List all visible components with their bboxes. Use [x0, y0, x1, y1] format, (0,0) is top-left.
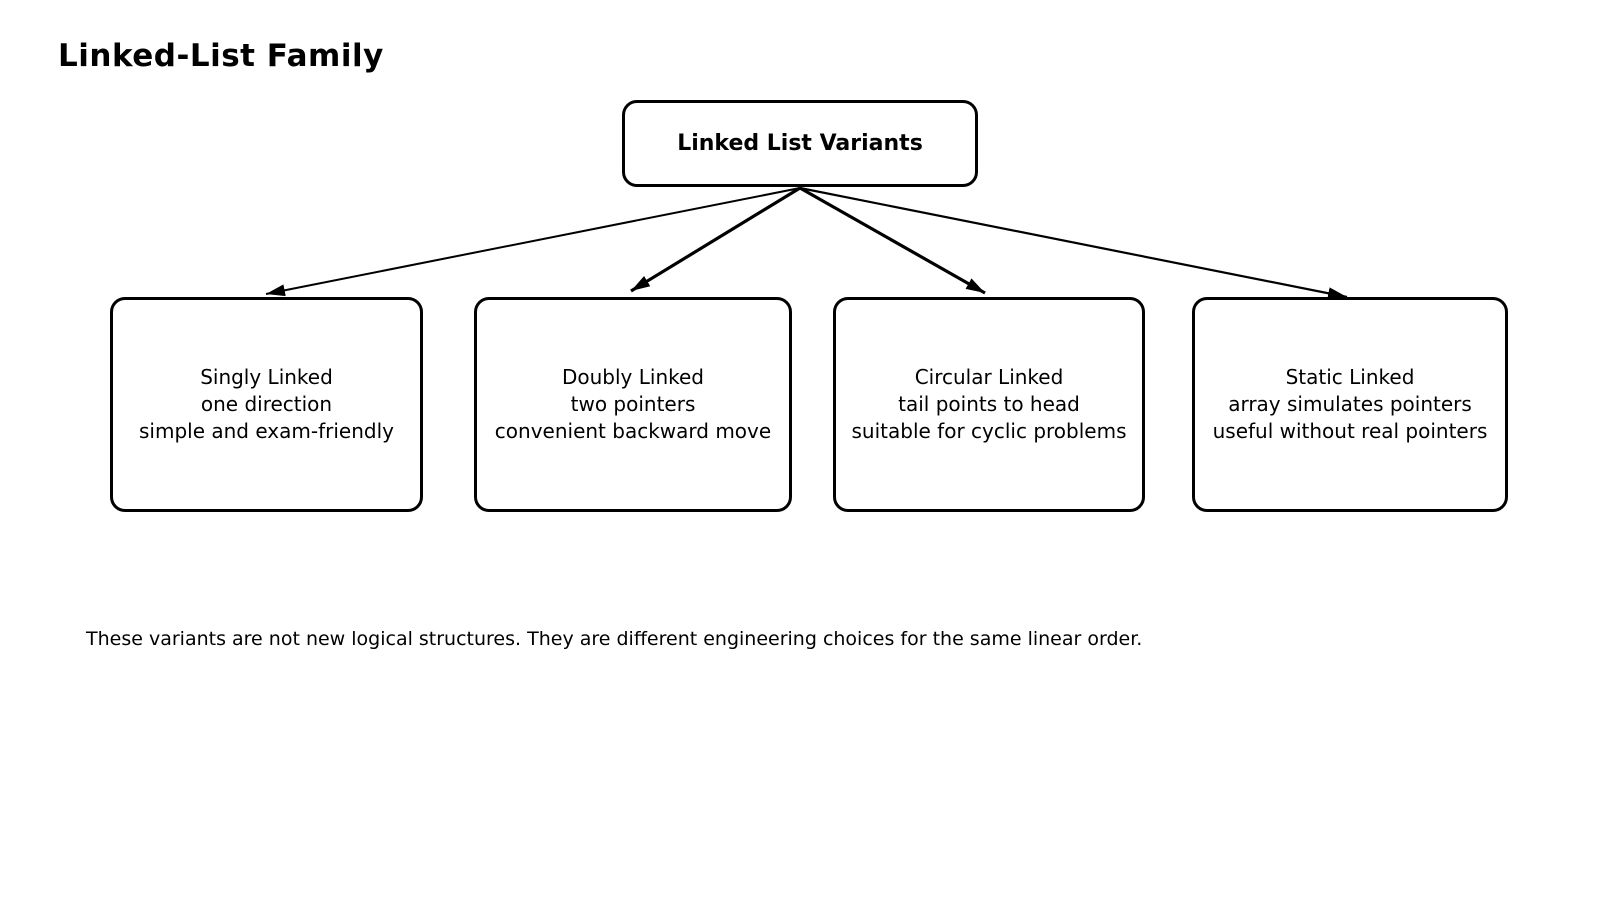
- root-node-label: Linked List Variants: [677, 131, 923, 156]
- edge-root-to-doubly: [630, 186, 801, 293]
- node-desc-line: useful without real pointers: [1212, 419, 1488, 443]
- footnote-text: These variants are not new logical struc…: [86, 628, 1143, 650]
- node-linked-list-variants: Linked List Variants: [622, 100, 978, 187]
- node-desc-line: suitable for cyclic problems: [851, 419, 1127, 443]
- node-static-linked: Static Linked array simulates pointers u…: [1192, 297, 1508, 512]
- node-desc-line: one direction: [200, 392, 333, 416]
- node-singly-linked: Singly Linked one direction simple and e…: [110, 297, 423, 512]
- edge-root-to-static: [799, 186, 1348, 300]
- node-title: Circular Linked: [914, 365, 1064, 389]
- node-title: Singly Linked: [200, 365, 333, 389]
- page-title: Linked-List Family: [58, 38, 384, 74]
- node-title: Static Linked: [1285, 365, 1415, 389]
- node-desc-line: convenient backward move: [494, 419, 772, 443]
- node-desc-line: simple and exam-friendly: [139, 419, 394, 443]
- node-circular-linked: Circular Linked tail points to head suit…: [833, 297, 1145, 512]
- edge-root-to-circular: [799, 186, 986, 295]
- edge-root-to-singly: [265, 187, 801, 297]
- node-doubly-linked: Doubly Linked two pointers convenient ba…: [474, 297, 792, 512]
- node-desc-line: array simulates pointers: [1228, 392, 1472, 416]
- node-desc-line: two pointers: [570, 392, 696, 416]
- node-desc-line: tail points to head: [898, 392, 1080, 416]
- node-title: Doubly Linked: [561, 365, 704, 389]
